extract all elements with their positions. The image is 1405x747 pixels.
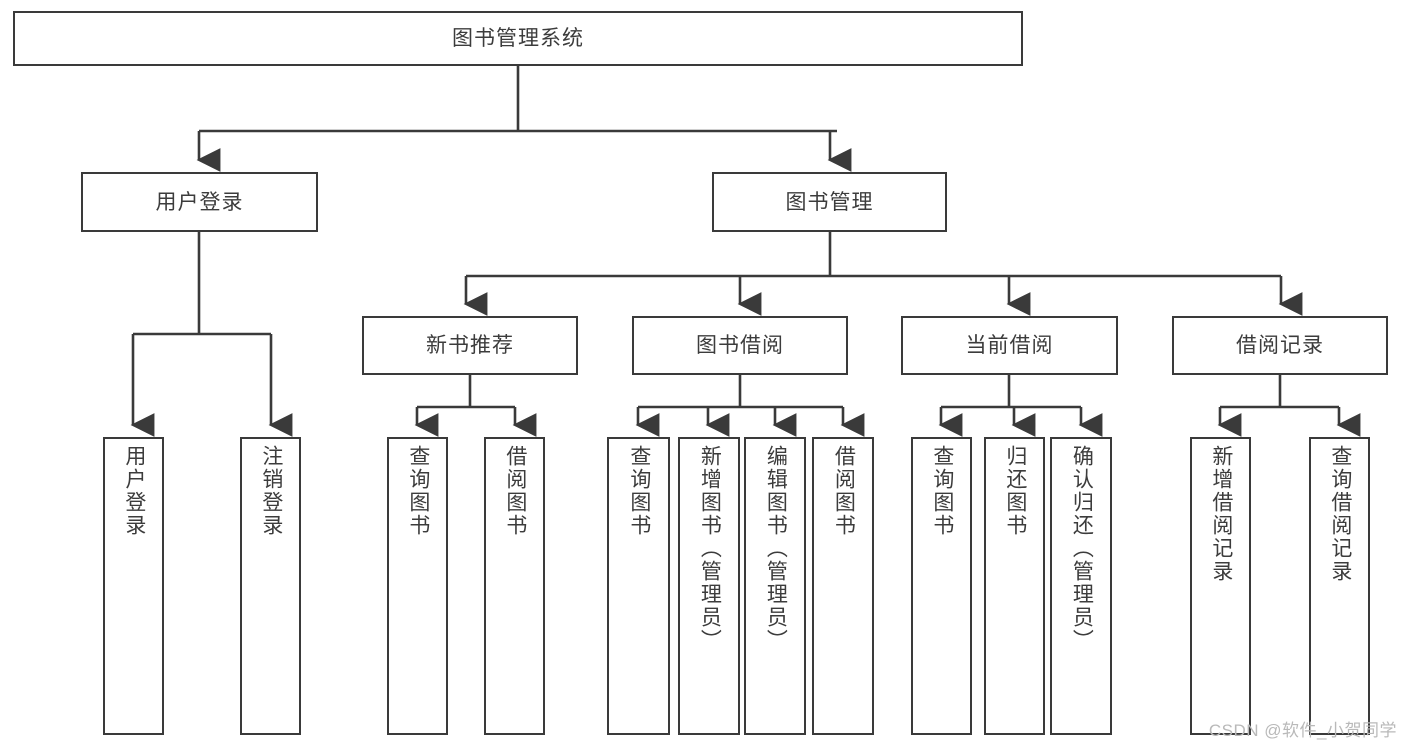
node-current-borrow[interactable]: 当前借阅 xyxy=(901,316,1118,375)
leaf-add-record[interactable]: 新增借阅记录 xyxy=(1190,437,1251,735)
node-book-manage[interactable]: 图书管理 xyxy=(712,172,947,232)
leaf-query-book-1[interactable]: 查询图书 xyxy=(387,437,448,735)
leaf-logout[interactable]: 注销登录 xyxy=(240,437,301,735)
node-user-login-label: 用户登录 xyxy=(155,190,244,214)
leaf-add-book-label: 新增图书（管理员） xyxy=(698,445,722,652)
leaf-add-book[interactable]: 新增图书（管理员） xyxy=(678,437,740,735)
node-book-borrow[interactable]: 图书借阅 xyxy=(632,316,848,375)
node-book-manage-label: 图书管理 xyxy=(785,190,874,214)
node-root-label: 图书管理系统 xyxy=(452,27,584,50)
leaf-logout-label: 注销登录 xyxy=(259,445,283,537)
leaf-borrow-book-2[interactable]: 借阅图书 xyxy=(812,437,874,735)
leaf-confirm-return-label: 确认归还（管理员） xyxy=(1070,445,1094,652)
node-book-borrow-label: 图书借阅 xyxy=(696,334,784,357)
node-new-book-rec[interactable]: 新书推荐 xyxy=(362,316,578,375)
node-user-login[interactable]: 用户登录 xyxy=(81,172,318,232)
leaf-return-book-label: 归还图书 xyxy=(1003,445,1027,537)
csdn-watermark: CSDN @软件_小贺同学 xyxy=(1208,721,1397,740)
leaf-edit-book-label: 编辑图书（管理员） xyxy=(764,445,788,652)
node-borrow-record-label: 借阅记录 xyxy=(1236,334,1324,357)
leaf-query-book-1-label: 查询图书 xyxy=(406,445,430,537)
leaf-add-record-label: 新增借阅记录 xyxy=(1209,445,1233,583)
node-root[interactable]: 图书管理系统 xyxy=(13,11,1023,66)
leaf-borrow-book-2-label: 借阅图书 xyxy=(832,445,856,537)
leaf-query-record[interactable]: 查询借阅记录 xyxy=(1309,437,1370,735)
leaf-query-book-3[interactable]: 查询图书 xyxy=(911,437,972,735)
leaf-query-record-label: 查询借阅记录 xyxy=(1328,445,1352,583)
node-borrow-record[interactable]: 借阅记录 xyxy=(1172,316,1388,375)
leaf-edit-book[interactable]: 编辑图书（管理员） xyxy=(744,437,806,735)
leaf-borrow-book-1-label: 借阅图书 xyxy=(503,445,527,537)
leaf-user-login[interactable]: 用户登录 xyxy=(103,437,164,735)
leaf-query-book-2-label: 查询图书 xyxy=(627,445,651,537)
node-current-borrow-label: 当前借阅 xyxy=(965,334,1054,357)
leaf-return-book[interactable]: 归还图书 xyxy=(984,437,1045,735)
leaf-borrow-book-1[interactable]: 借阅图书 xyxy=(484,437,545,735)
leaf-query-book-3-label: 查询图书 xyxy=(930,445,954,537)
node-new-book-rec-label: 新书推荐 xyxy=(426,334,514,357)
leaf-query-book-2[interactable]: 查询图书 xyxy=(607,437,670,735)
leaf-confirm-return[interactable]: 确认归还（管理员） xyxy=(1050,437,1112,735)
leaf-user-login-label: 用户登录 xyxy=(122,445,146,537)
